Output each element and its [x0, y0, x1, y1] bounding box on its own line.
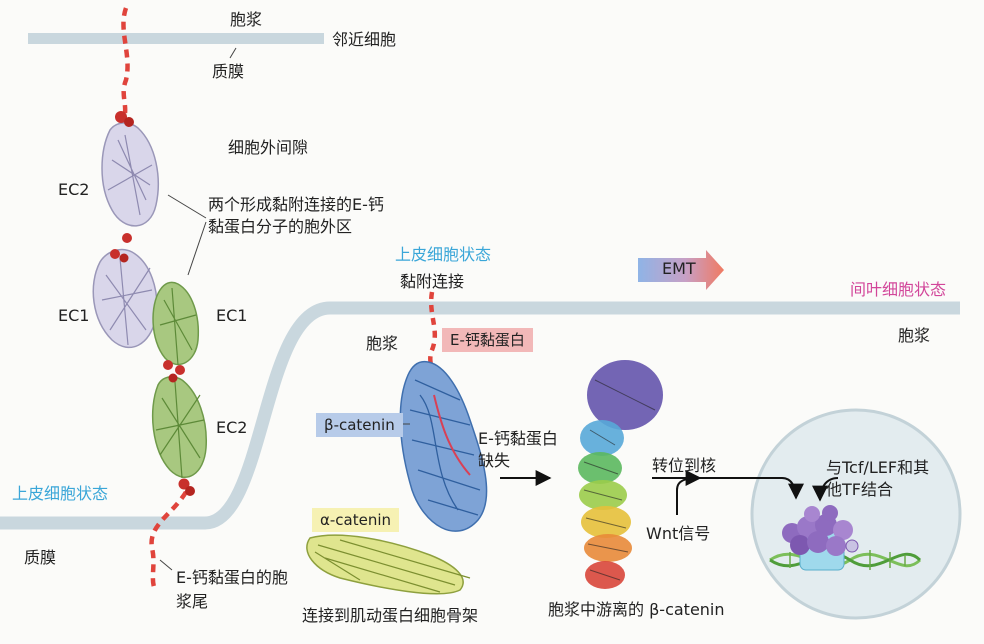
- wnt-arrow: [676, 470, 702, 515]
- label-wnt-signal: Wnt信号: [646, 524, 711, 543]
- ec2-bottom-domain: [151, 376, 207, 478]
- cadherin-molecule-top: [92, 111, 159, 349]
- label-mesenchymal-state: 间叶细胞状态: [850, 280, 947, 299]
- beta-catenin-complex: [399, 360, 488, 532]
- label-cytoplasm-top: 胞浆: [230, 10, 263, 29]
- neighbor-cell-membrane: [28, 33, 324, 44]
- label-ec2-top: EC2: [58, 180, 90, 199]
- label-extracellular-space: 细胞外间隙: [228, 138, 309, 157]
- label-cytoplasmic-tail: E-钙黏蛋白的胞浆尾: [176, 568, 288, 611]
- transcription-factor-complex: [782, 505, 859, 571]
- label-emt: EMT: [662, 259, 696, 278]
- ec-label-pointer-1: [167, 194, 207, 219]
- label-two-molecules: 两个形成黏附连接的E-钙黏蛋白分子的胞外区: [208, 195, 384, 236]
- ec1-left-domain: [92, 248, 158, 349]
- label-tcf-lef: 与Tcf/LEF和其他TF结合: [826, 458, 930, 499]
- membrane-top-pointer: [229, 47, 237, 59]
- label-ec1-right: EC1: [216, 306, 248, 325]
- label-cytoplasm-mid: 胞浆: [366, 334, 399, 353]
- ec1-right-domain: [152, 281, 200, 366]
- label-cytoplasm-right: 胞浆: [898, 326, 931, 345]
- label-e-cadherin-loss: E-钙黏蛋白缺失: [478, 429, 558, 470]
- alpha-catenin-complex: [306, 534, 471, 595]
- tail-label-pointer: [159, 559, 173, 571]
- tag-alpha-catenin: α-catenin: [312, 508, 400, 532]
- label-ec1-left: EC1: [58, 306, 90, 325]
- label-ec2-bottom: EC2: [216, 418, 248, 437]
- free-beta-catenin: [578, 360, 663, 589]
- nucleus: [750, 408, 962, 620]
- label-epithelial-state-left: 上皮细胞状态: [12, 484, 109, 503]
- label-free-beta-catenin: 胞浆中游离的 β-catenin: [548, 600, 725, 619]
- tag-e-cadherin: E-钙黏蛋白: [442, 328, 533, 352]
- ec2-top-domain: [101, 122, 159, 227]
- junction-tail: [428, 291, 438, 393]
- e-cadherin-tail-top: [121, 7, 130, 119]
- label-neighbor-cell: 邻近细胞: [332, 30, 397, 49]
- label-translocate-nucleus: 转位到核: [652, 456, 717, 475]
- label-epithelial-state-mid: 上皮细胞状态: [395, 245, 492, 264]
- ec-label-pointer-2: [187, 221, 207, 276]
- label-actin-link: 连接到肌动蛋白细胞骨架: [302, 606, 479, 625]
- label-membrane-bottom: 质膜: [24, 548, 57, 567]
- cell-membrane: [0, 301, 960, 530]
- label-adherens-junction: 黏附连接: [400, 272, 465, 291]
- tag-beta-catenin: β-catenin: [316, 413, 403, 437]
- translocate-arrow: [652, 477, 804, 500]
- emt-arrow: [638, 250, 724, 290]
- cadherin-molecule-bottom: [151, 281, 207, 496]
- tf-binding-arrow: [812, 477, 839, 502]
- e-cadherin-tail-bottom: [149, 490, 188, 591]
- label-membrane-top: 质膜: [212, 62, 245, 81]
